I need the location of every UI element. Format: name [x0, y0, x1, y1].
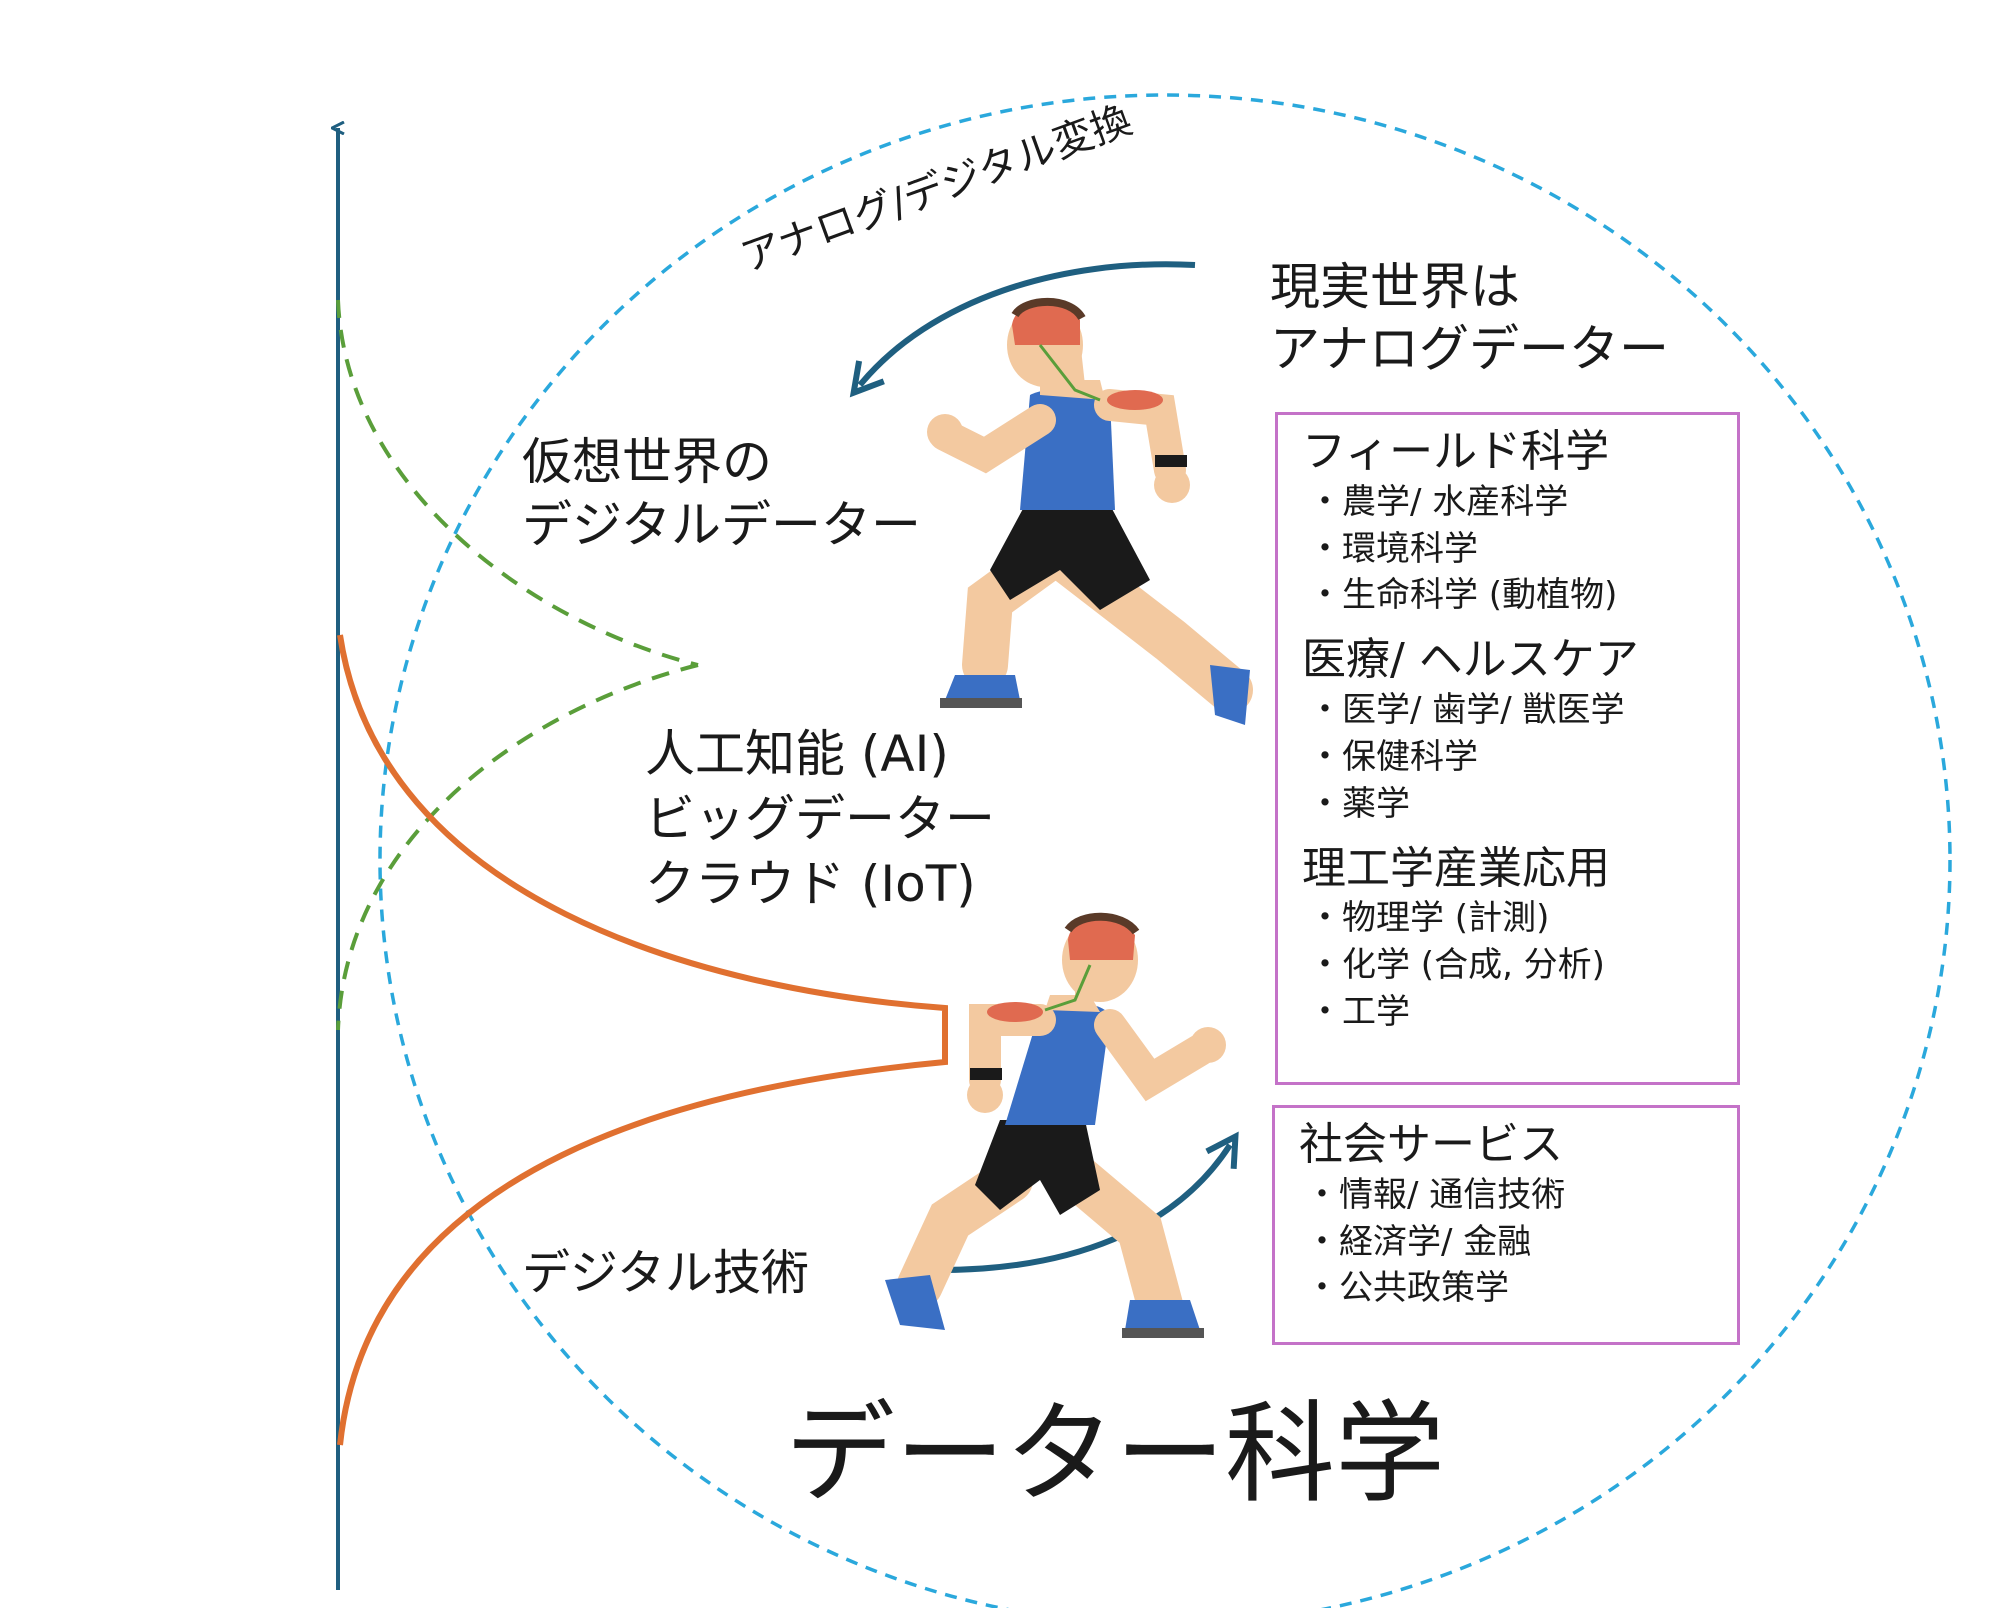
social-services-box: 社会サービス ・情報/ 通信技術 ・経済学/ 金融 ・公共政策学 [1272, 1105, 1740, 1345]
brain-icon [1038, 344, 1101, 402]
tech-stack-label-bigdata: ビッグデーター [645, 790, 995, 848]
brain-icon [1044, 964, 1092, 1012]
list-item: ・工学 [1308, 992, 1410, 1033]
tech-stack-label-ai: 人工知能 (AI) [645, 725, 949, 783]
list-item: ・物理学 (計測) [1308, 898, 1550, 939]
list-item: ・薬学 [1308, 783, 1410, 824]
group-title-field-science: フィールド科学 [1302, 426, 1610, 477]
list-item: ・医学/ 歯学/ 獣医学 [1308, 690, 1625, 731]
list-item: ・経済学/ 金融 [1305, 1221, 1532, 1262]
list-item: ・公共政策学 [1305, 1268, 1509, 1309]
list-item: ・保健科学 [1308, 736, 1478, 777]
data-science-circle [378, 93, 1952, 1608]
list-item: ・生命科学 (動植物) [1308, 575, 1618, 616]
real-world-label-line2: アナログデーター [1270, 320, 1669, 378]
main-title: データー科学 [785, 1390, 1445, 1518]
runner-icon [927, 297, 1253, 725]
list-item: ・情報/ 通信技術 [1305, 1174, 1566, 1215]
ad-conversion-arrow-icon [849, 261, 1196, 398]
fields-box: フィールド科学 ・農学/ 水産科学 ・環境科学 ・生命科学 (動植物) 医療/ … [1275, 412, 1740, 1085]
group-title-healthcare: 医療/ ヘルスケア [1302, 634, 1639, 686]
green-dashed-curve-upper [336, 299, 699, 667]
orange-curve [337, 634, 948, 1446]
group-title-social-services: 社会サービス [1299, 1119, 1563, 1170]
digital-tech-label: デジタル技術 [522, 1245, 810, 1301]
green-dashed-curve-lower [336, 663, 699, 1031]
list-item: ・農学/ 水産科学 [1308, 481, 1569, 522]
virtual-world-label-line2: デジタルデーター [522, 496, 921, 554]
runner-icon [885, 912, 1226, 1338]
list-item: ・環境科学 [1308, 528, 1478, 569]
digital-tech-arrow-icon [939, 1131, 1239, 1273]
group-title-engineering: 理工学産業応用 [1302, 842, 1610, 894]
list-item: ・化学 (合成, 分析) [1308, 945, 1605, 986]
virtual-world-label-line1: 仮想世界の [522, 433, 772, 491]
real-world-label-line1: 現実世界は [1270, 258, 1520, 316]
tech-stack-label-cloud: クラウド (IoT) [645, 855, 976, 913]
